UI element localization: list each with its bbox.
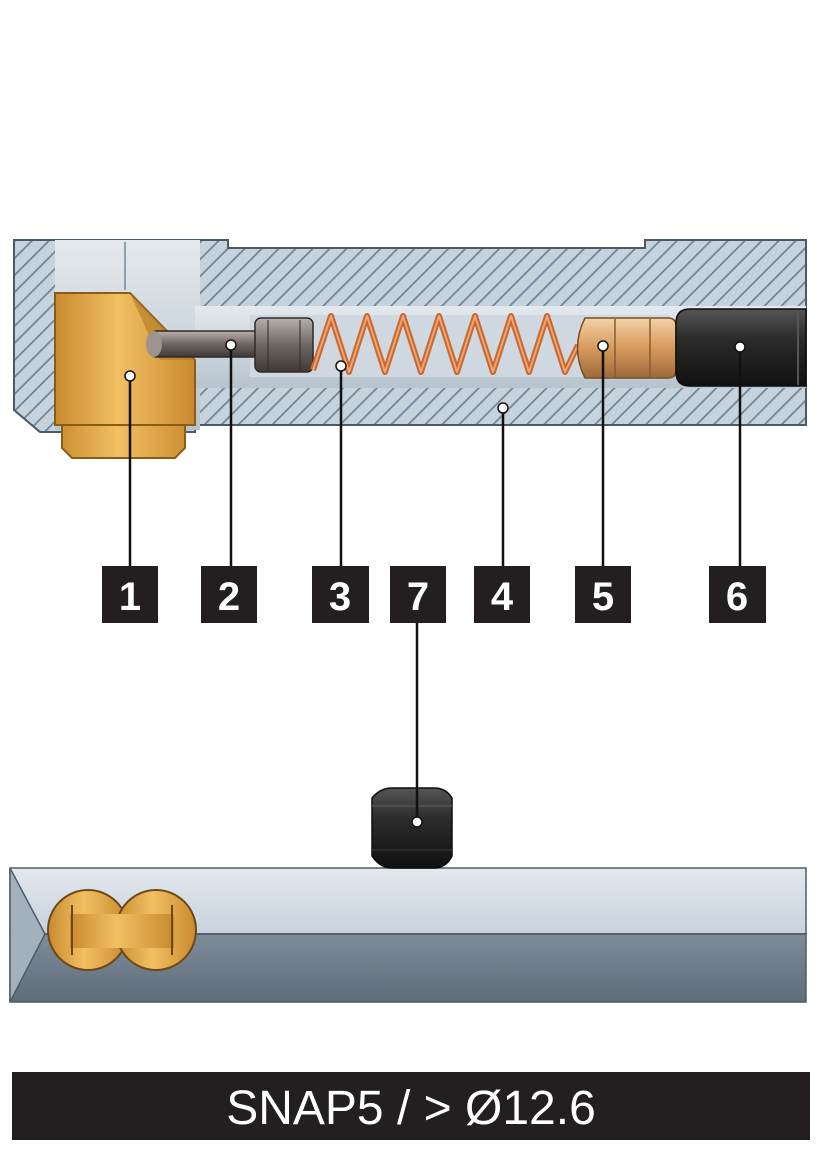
leader-lines — [124, 339, 746, 828]
callout-7: 7 — [390, 566, 446, 623]
leader-dot-7 — [411, 816, 423, 828]
pin — [151, 330, 261, 358]
callout-1: 1 — [102, 566, 158, 623]
callout-4: 4 — [474, 566, 530, 623]
callout-label-3: 3 — [329, 575, 351, 619]
lower-rail-section — [9, 787, 807, 1003]
leader-dot-5 — [597, 340, 609, 352]
callout-label-1: 1 — [119, 575, 141, 619]
leader-dot-2 — [225, 339, 237, 351]
leader-dot-6 — [734, 341, 746, 353]
ball-pair — [47, 889, 197, 971]
callout-label-6: 6 — [726, 575, 748, 619]
bronze-plug — [576, 317, 677, 379]
caption-text: SNAP5 / > Ø12.6 — [226, 1082, 596, 1135]
callout-label-7: 7 — [407, 575, 429, 619]
leader-dot-3 — [335, 360, 347, 372]
callout-label-4: 4 — [491, 575, 514, 619]
set-screw — [371, 787, 453, 869]
leader-dot-1 — [124, 370, 136, 382]
callout-5: 5 — [575, 566, 631, 623]
callout-label-5: 5 — [592, 575, 614, 619]
upper-cross-section — [13, 239, 807, 459]
callout-6: 6 — [709, 566, 766, 623]
callout-labels: 1 2 3 7 4 5 6 — [102, 566, 766, 623]
callout-3: 3 — [312, 566, 369, 623]
leader-dot-4 — [497, 402, 509, 414]
pin-head — [254, 317, 314, 373]
caption-bar: SNAP5 / > Ø12.6 — [12, 1072, 810, 1140]
callout-2: 2 — [201, 566, 257, 623]
callout-label-2: 2 — [218, 575, 240, 619]
